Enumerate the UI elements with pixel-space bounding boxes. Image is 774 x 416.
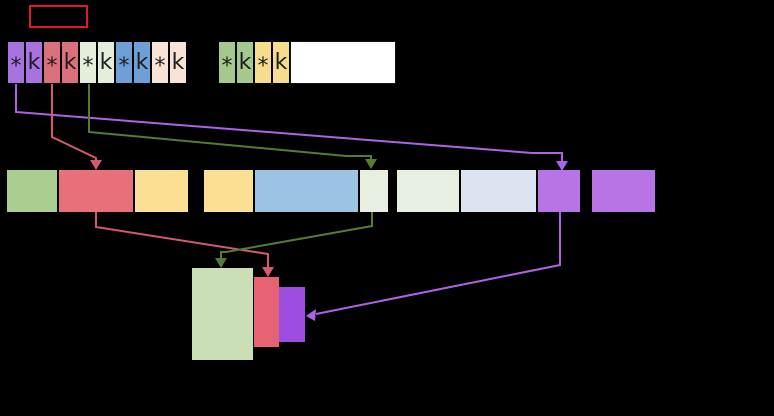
pattern-cell: k xyxy=(97,41,115,84)
string-segment-block xyxy=(459,170,536,212)
string-segment-block xyxy=(358,170,388,212)
literal-k-glyph: k xyxy=(99,49,113,75)
wildcard-star-glyph: * xyxy=(154,53,166,79)
literal-k-glyph: k xyxy=(274,49,288,75)
red-pattern-to-string-arrowhead-icon xyxy=(90,160,102,170)
empty-white-box xyxy=(290,41,396,84)
string-segment-block xyxy=(536,170,580,212)
string-segment-group xyxy=(204,170,388,212)
wildcard-star-glyph: * xyxy=(10,53,22,79)
wildcard-star-glyph: * xyxy=(257,53,269,79)
pattern-cell: * xyxy=(115,41,133,84)
result-box xyxy=(279,287,305,342)
pattern-cell: * xyxy=(79,41,97,84)
literal-k-glyph: k xyxy=(171,49,185,75)
string-segment-group xyxy=(7,170,188,212)
pattern-cell: k xyxy=(133,41,151,84)
string-segment-group xyxy=(397,170,580,212)
purple-pattern-to-string-line xyxy=(15,84,563,162)
pattern-group-secondary: *k*k xyxy=(218,41,290,84)
purple-pattern-to-string-arrowhead-icon xyxy=(556,161,568,171)
red-pattern-to-string-line xyxy=(51,84,97,161)
literal-k-glyph: k xyxy=(238,49,252,75)
pattern-cell: * xyxy=(43,41,61,84)
green-string-to-result-arrowhead-icon xyxy=(215,258,227,268)
pattern-cell: k xyxy=(169,41,187,84)
purple-string-to-result-arrowhead-icon xyxy=(306,309,316,321)
literal-k-glyph: k xyxy=(27,49,41,75)
string-segment-block xyxy=(204,170,253,212)
string-segment-block xyxy=(133,170,188,212)
pattern-cell: * xyxy=(254,41,272,84)
wildcard-star-glyph: * xyxy=(118,53,130,79)
string-segment-block xyxy=(592,170,655,212)
string-segment-block xyxy=(253,170,358,212)
string-segment-block xyxy=(7,170,57,212)
literal-k-glyph: k xyxy=(63,49,77,75)
red-string-to-result-line xyxy=(95,212,269,268)
green-string-to-result-line xyxy=(220,212,373,259)
wildcard-star-glyph: * xyxy=(221,53,233,79)
pattern-cell: * xyxy=(218,41,236,84)
pattern-cell: k xyxy=(61,41,79,84)
pattern-cell: k xyxy=(236,41,254,84)
result-box xyxy=(192,268,253,360)
green-pattern-to-string-line xyxy=(88,84,372,160)
pattern-cell: * xyxy=(151,41,169,84)
pattern-group-main: *k*k*k*k*k xyxy=(7,41,187,84)
literal-k-glyph: k xyxy=(135,49,149,75)
purple-string-to-result-line xyxy=(315,212,561,315)
string-segment-block xyxy=(397,170,459,212)
red-string-to-result-arrowhead-icon xyxy=(262,267,274,277)
pattern-cell: * xyxy=(7,41,25,84)
pattern-cell: k xyxy=(272,41,290,84)
pattern-cell: k xyxy=(25,41,43,84)
string-segment-group xyxy=(592,170,655,212)
green-pattern-to-string-arrowhead-icon xyxy=(365,159,377,169)
red-annotation-rectangle xyxy=(29,5,88,28)
string-segment-block xyxy=(57,170,133,212)
result-box xyxy=(254,277,279,347)
wildcard-star-glyph: * xyxy=(46,53,58,79)
wildcard-star-glyph: * xyxy=(82,53,94,79)
